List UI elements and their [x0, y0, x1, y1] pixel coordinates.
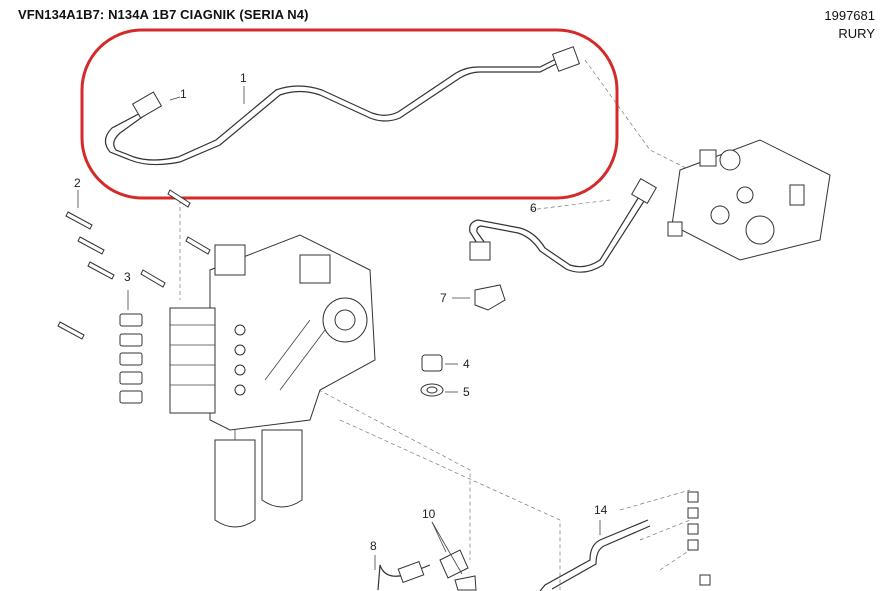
callout-8: 8 [370, 539, 377, 553]
dashed-leaders [179, 59, 691, 590]
part-code: 1997681 [824, 8, 875, 23]
callout-4: 4 [463, 357, 470, 371]
callout-1b: 1 [240, 71, 247, 85]
callout-labels: 1 1 2 3 4 5 6 7 8 10 14 [74, 71, 608, 553]
callout-6: 6 [530, 201, 537, 215]
callout-3: 3 [124, 270, 131, 284]
part-category: RURY [838, 26, 875, 41]
diagram-title: VFN134A1B7: N134A 1B7 CIAGNIK (SERIA N4) [18, 7, 309, 22]
callout-10: 10 [422, 507, 436, 521]
callout-7: 7 [440, 291, 447, 305]
elbow-7[interactable] [452, 284, 506, 311]
callout-1a: 1 [180, 87, 187, 101]
pipe-14[interactable] [539, 519, 651, 591]
callout-5: 5 [463, 385, 470, 399]
valve-block[interactable] [667, 139, 831, 261]
fittings-10[interactable] [431, 521, 477, 591]
plug-4[interactable] [421, 354, 458, 372]
control-valve-assembly[interactable] [169, 234, 376, 528]
pipe-6[interactable] [469, 178, 657, 273]
washer-5[interactable] [420, 383, 458, 397]
edge-fittings[interactable] [687, 491, 711, 586]
plugs-3[interactable] [119, 290, 143, 404]
bolts-2[interactable] [57, 189, 211, 340]
pipe-8[interactable] [374, 555, 431, 591]
highlight-outline [80, 28, 619, 200]
callout-2: 2 [74, 176, 81, 190]
callout-14: 14 [594, 503, 608, 517]
pipe-1[interactable] [104, 46, 581, 166]
